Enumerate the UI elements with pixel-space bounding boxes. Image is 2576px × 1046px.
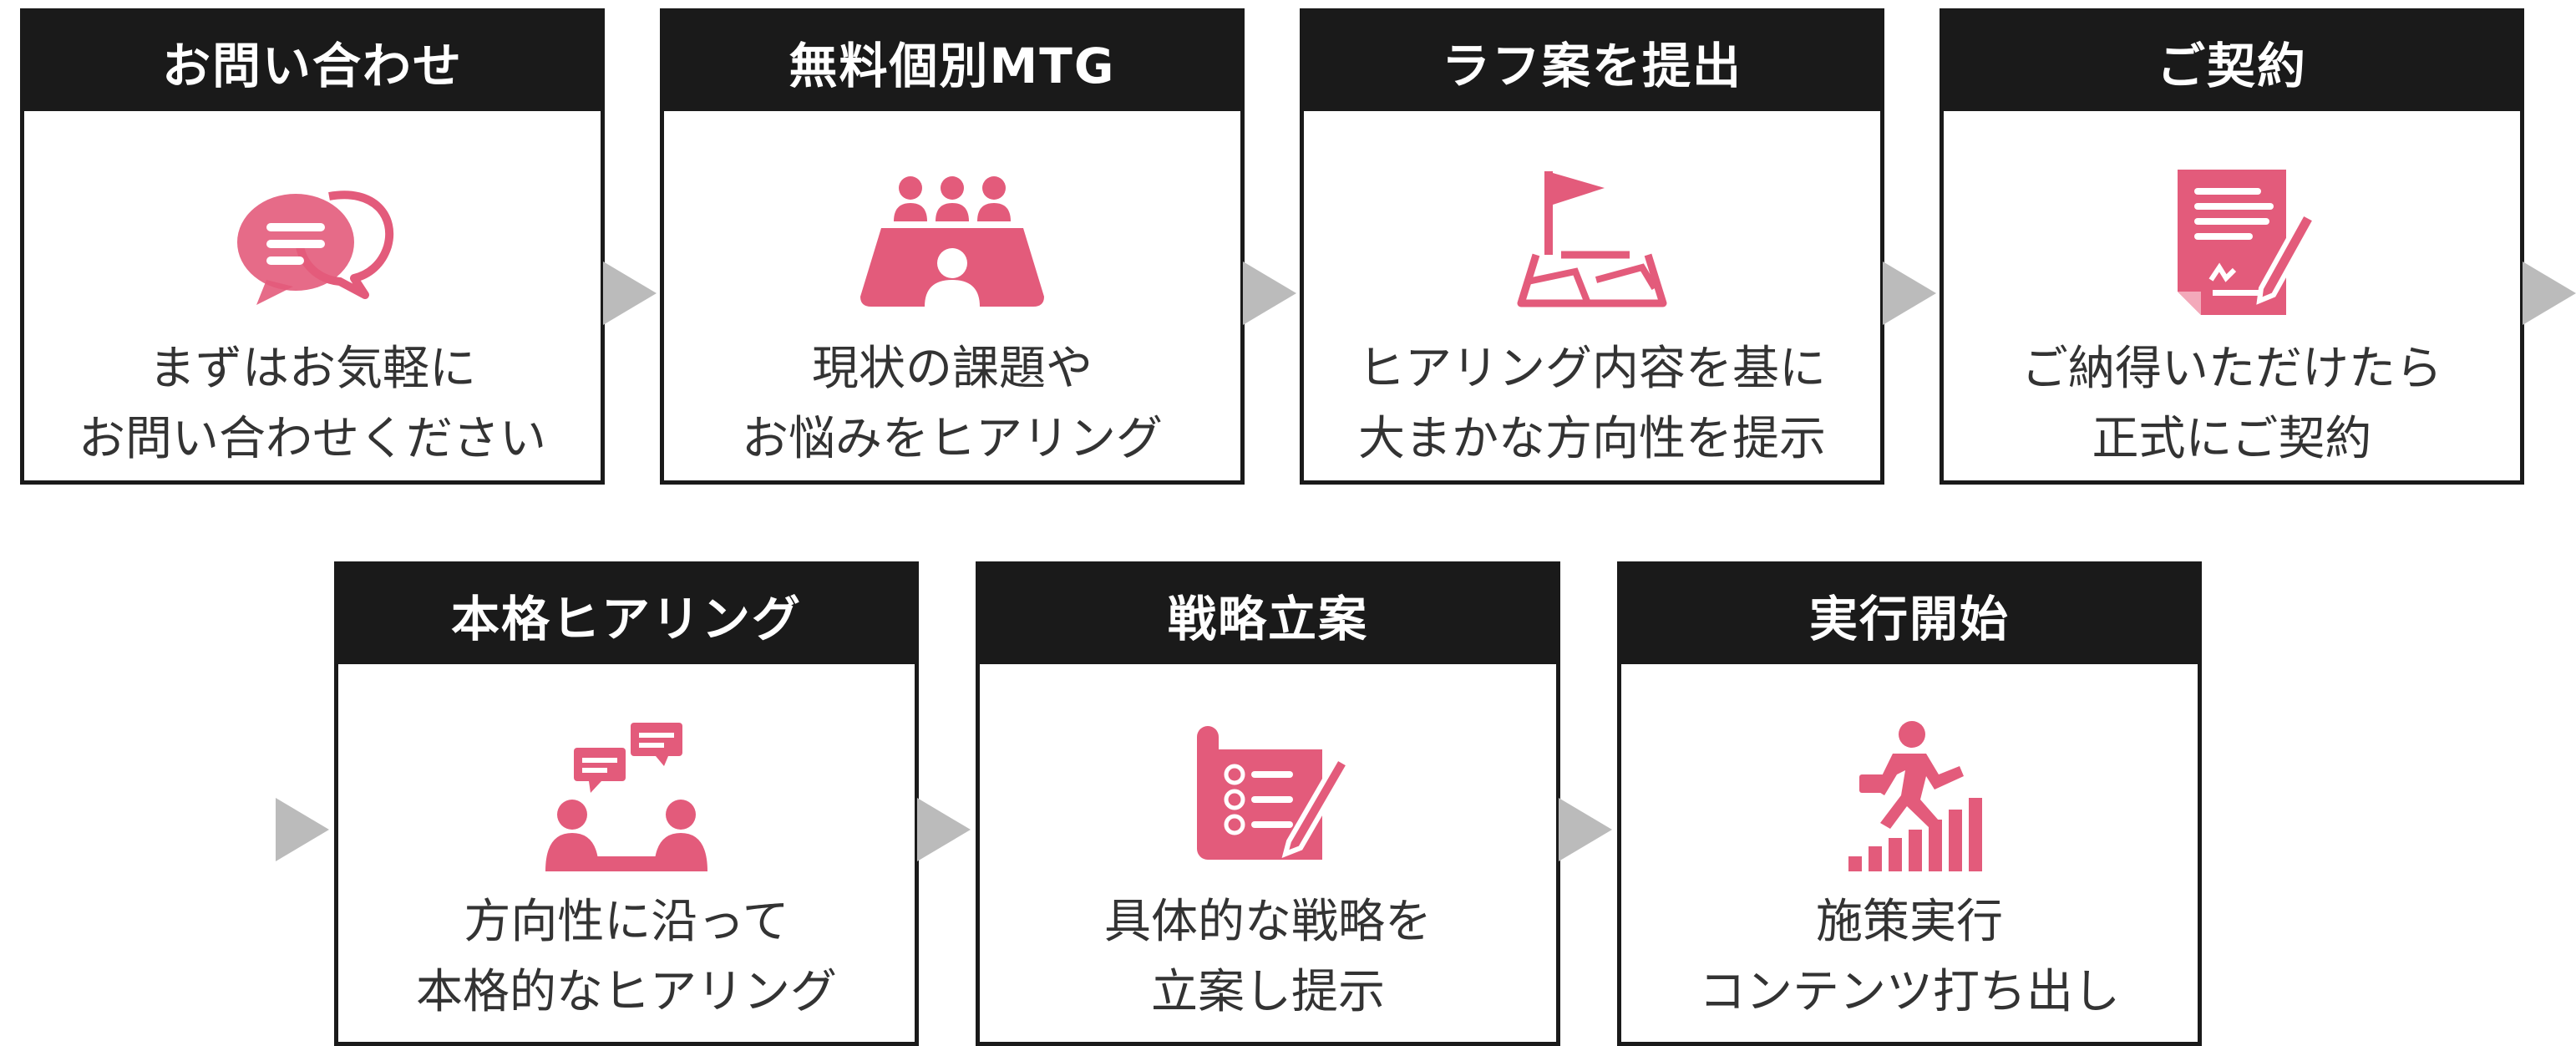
step-card-4: ご契約 ご納得いただけたら 正式にご契約 [1940, 8, 2524, 485]
arrow-right-icon [917, 798, 971, 861]
arrow-right-icon [2523, 262, 2576, 325]
step-description-line: 正式にご契約 [2092, 412, 2372, 466]
step-description: ご納得いただけたら 正式にご契約 [1944, 334, 2520, 475]
flag-map-icon [1304, 163, 1880, 322]
step-title: ご契約 [1944, 13, 2520, 111]
step-description-line: 立案し提示 [1151, 965, 1385, 1019]
step-title: ラフ案を提出 [1304, 13, 1880, 111]
step-description-line: 施策実行 [1816, 895, 2003, 949]
step-description-line: お問い合わせください [79, 412, 546, 466]
arrow-right-icon [1243, 262, 1296, 325]
step-description: 施策実行 コンテンツ打ち出し [1621, 887, 2198, 1028]
step-title: お問い合わせ [24, 13, 601, 111]
step-description-line: まずはお気軽に [149, 342, 476, 396]
step-description-line: お悩みをヒアリング [742, 412, 1163, 466]
step-card-3: ラフ案を提出 ヒアリング内容を基に 大まかな方向性を提示 [1300, 8, 1884, 485]
checklist-plan-icon [980, 716, 1556, 875]
step-card-6: 戦略立案 具体的な戦略を 立案し提示 [976, 561, 1560, 1046]
step-description: まずはお気軽に お問い合わせください [24, 334, 601, 475]
arrow-right-icon [603, 262, 657, 325]
signed-document-icon [1944, 163, 2520, 322]
step-description: 方向性に沿って 本格的なヒアリング [338, 887, 915, 1028]
step-description-line: ご納得いただけたら [2021, 342, 2442, 396]
step-description-line: 方向性に沿って [464, 895, 789, 949]
step-card-5: 本格ヒアリング 方向性に沿って 本格的なヒアリング [334, 561, 919, 1046]
step-title: 実行開始 [1621, 566, 2198, 664]
step-description: 現状の課題や お悩みをヒアリング [664, 334, 1240, 475]
step-description-line: 現状の課題や [812, 342, 1093, 396]
step-description-line: 本格的なヒアリング [416, 965, 837, 1019]
step-description: ヒアリング内容を基に 大まかな方向性を提示 [1304, 334, 1880, 475]
growth-stairs-icon [1621, 716, 2198, 875]
arrow-right-icon [1883, 262, 1936, 325]
step-title: 本格ヒアリング [338, 566, 915, 664]
step-description-line: ヒアリング内容を基に [1358, 342, 1826, 396]
step-title: 無料個別MTG [664, 13, 1240, 111]
step-card-1: お問い合わせ まずはお気軽に お問い合わせください [20, 8, 605, 485]
step-card-7: 実行開始 施策実行 コンテンツ打ち出し [1617, 561, 2202, 1046]
step-description-line: 具体的な戦略を [1104, 895, 1432, 949]
arrow-right-icon [1559, 798, 1612, 861]
step-description-line: コンテンツ打ち出し [1699, 965, 2120, 1019]
arrow-right-icon [276, 798, 329, 861]
step-description: 具体的な戦略を 立案し提示 [980, 887, 1556, 1028]
discussion-icon [338, 716, 915, 875]
step-card-2: 無料個別MTG 現状の課題や お悩みをヒアリング [660, 8, 1245, 485]
chat-bubbles-icon [24, 163, 601, 322]
step-description-line: 大まかな方向性を提示 [1358, 412, 1826, 466]
step-title: 戦略立案 [980, 566, 1556, 664]
meeting-table-icon [664, 163, 1240, 322]
